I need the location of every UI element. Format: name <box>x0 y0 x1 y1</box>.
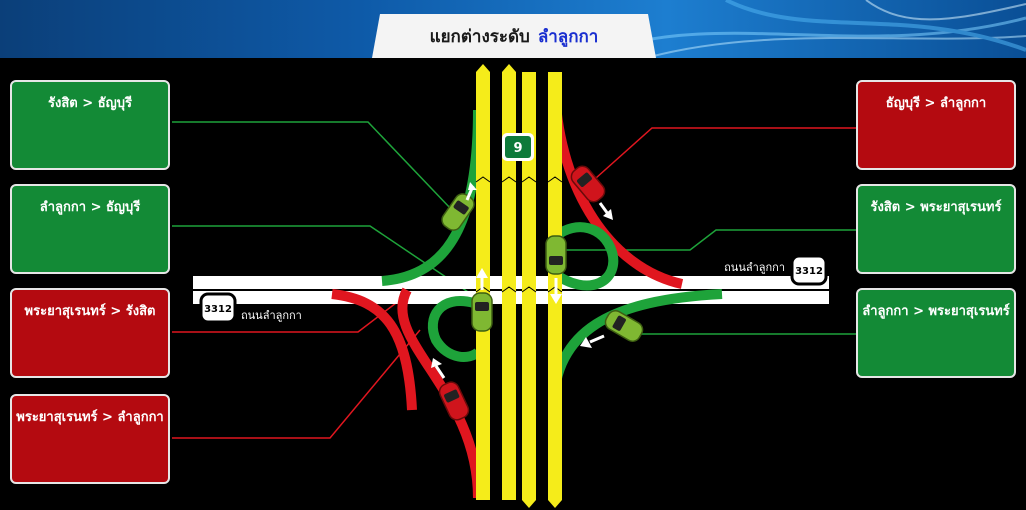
leader-line-lamlukka-thanyaburi <box>172 225 481 301</box>
panel-phraya-rangsit: พระยาสุเรนทร์ > รังสิต <box>10 288 170 378</box>
car-icon <box>570 165 606 203</box>
route-sign-icon-left: 3312 <box>199 292 237 324</box>
ramp-lamlukka-phraya <box>548 289 723 409</box>
route-number-left: 3312 <box>204 304 232 315</box>
panel-label: ลำลูกกา > พระยาสุเรนทร์ <box>862 304 1010 319</box>
panel-phraya-lamlukka: พระยาสุเรนทร์ > ลำลูกกา <box>10 394 170 484</box>
leader-line-phraya-rangsit <box>172 299 401 333</box>
route-number-right: 3312 <box>795 266 823 277</box>
road-name-left: ถนนลำลูกกา <box>241 309 302 322</box>
title-tab <box>372 14 656 58</box>
title-place: ลำลูกกา <box>537 26 599 47</box>
car-icon <box>471 292 493 332</box>
direction-arrow-icon <box>598 202 610 215</box>
panel-label: ธัญบุรี > ลำลูกกา <box>885 96 987 111</box>
panel-rangsit-phraya: รังสิต > พระยาสุเรนทร์ <box>856 184 1016 274</box>
loop-rangsit-phraya <box>549 222 619 291</box>
panel-rangsit-thanyaburi: รังสิต > ธัญบุรี <box>10 80 170 170</box>
highway-number: 9 <box>513 141 522 156</box>
panel-lamlukka-phraya: ลำลูกกา > พระยาสุเรนทร์ <box>856 288 1016 378</box>
ramp-phraya-rangsit <box>331 289 417 411</box>
route-sign-icon-right: 3312 <box>790 254 828 286</box>
leader-line-rangsit-phraya <box>566 229 856 251</box>
panel-label: รังสิต > พระยาสุเรนทร์ <box>870 200 1002 215</box>
leader-line-rangsit-thanyaburi <box>172 121 453 211</box>
panel-thanyaburi-lamlukka: ธัญบุรี > ลำลูกกา <box>856 80 1016 170</box>
page-title: แยกต่างระดับ ลำลูกกา <box>372 14 656 58</box>
car-icon <box>545 235 567 275</box>
panel-label: ลำลูกกา > ธัญบุรี <box>39 200 141 215</box>
ramp-thanyaburi-lamlukka <box>550 91 684 289</box>
leader-line-phraya-lamlukka <box>172 329 421 439</box>
title-prefix: แยกต่างระดับ <box>429 26 530 47</box>
loop-lamlukka-thanyaburi <box>427 296 482 362</box>
overpass-photo-decoration <box>606 0 1026 58</box>
ramp-phraya-lamlukka <box>397 287 483 499</box>
road-name-right: ถนนลำลูกกา <box>724 261 785 274</box>
car-icon <box>604 310 644 342</box>
panel-lamlukka-thanyaburi: ลำลูกกา > ธัญบุรี <box>10 184 170 274</box>
leader-line-thanyaburi-lamlukka <box>595 127 856 179</box>
car-icon <box>438 381 470 421</box>
panel-label: รังสิต > ธัญบุรี <box>48 96 132 111</box>
direction-arrow-icon <box>434 365 446 379</box>
highway-shield-icon: 9 <box>502 133 534 161</box>
panel-label: พระยาสุเรนทร์ > รังสิต <box>24 304 156 319</box>
panel-label: พระยาสุเรนทร์ > ลำลูกกา <box>16 410 164 425</box>
direction-arrow-icon <box>589 334 605 344</box>
